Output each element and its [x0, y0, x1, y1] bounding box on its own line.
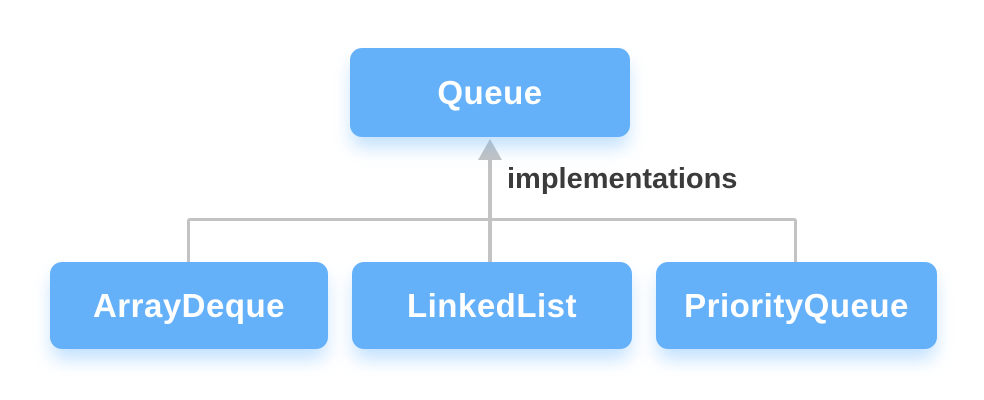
node-arraydeque-label: ArrayDeque — [92, 286, 286, 324]
edge-label-implementations: implementations — [507, 163, 738, 195]
node-linkedlist: LinkedList — [352, 262, 632, 349]
arrow-up-icon — [478, 139, 502, 160]
node-linkedlist-label: LinkedList — [406, 286, 578, 324]
node-queue: Queue — [350, 48, 630, 137]
connector-bracket — [187, 218, 797, 265]
node-priorityqueue-label: PriorityQueue — [684, 286, 909, 324]
node-queue-label: Queue — [437, 73, 543, 111]
connector-stem — [488, 156, 492, 262]
node-arraydeque: ArrayDeque — [50, 262, 328, 349]
node-priorityqueue: PriorityQueue — [656, 262, 937, 349]
